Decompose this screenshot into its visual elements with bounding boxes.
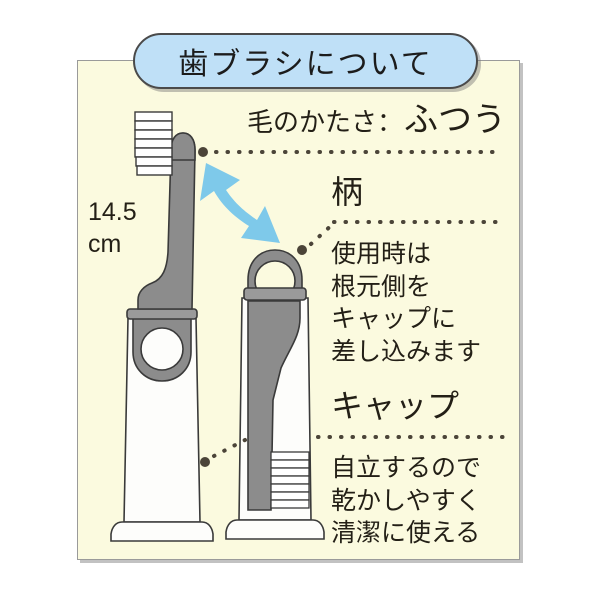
callout-handle-heading: 柄 [331,174,364,210]
cap-line-1: 自立するので [331,454,482,482]
callout-cap-heading: キャップ [331,388,460,424]
callout-cap-body: 自立するので 乾かしやすく 清潔に使える [331,452,521,550]
dimension-label: 14.5 cm [88,196,158,260]
hardness-value: ふつう [404,101,507,139]
hardness-label: 毛のかたさ： [247,107,404,137]
cap-line-2: 乾かしやすく [331,486,481,515]
handle-line-1: 使用時は [331,240,432,268]
callout-handle-body: 使用時は 根元側を キャップに 差し込みます [331,238,521,368]
handle-line-2: 根元側を [331,272,432,301]
page-title: 歯ブラシについて [178,48,433,81]
dimension-value: 14.5 [88,198,137,226]
cap-line-3: 清潔に使える [331,519,481,547]
dimension-unit: cm [88,230,122,258]
handle-line-3: キャップに [331,305,457,333]
callout-hardness: 毛のかたさ： ふつう [247,103,506,137]
handle-line-4: 差し込みます [331,337,482,366]
title-pill: 歯ブラシについて [133,33,478,89]
